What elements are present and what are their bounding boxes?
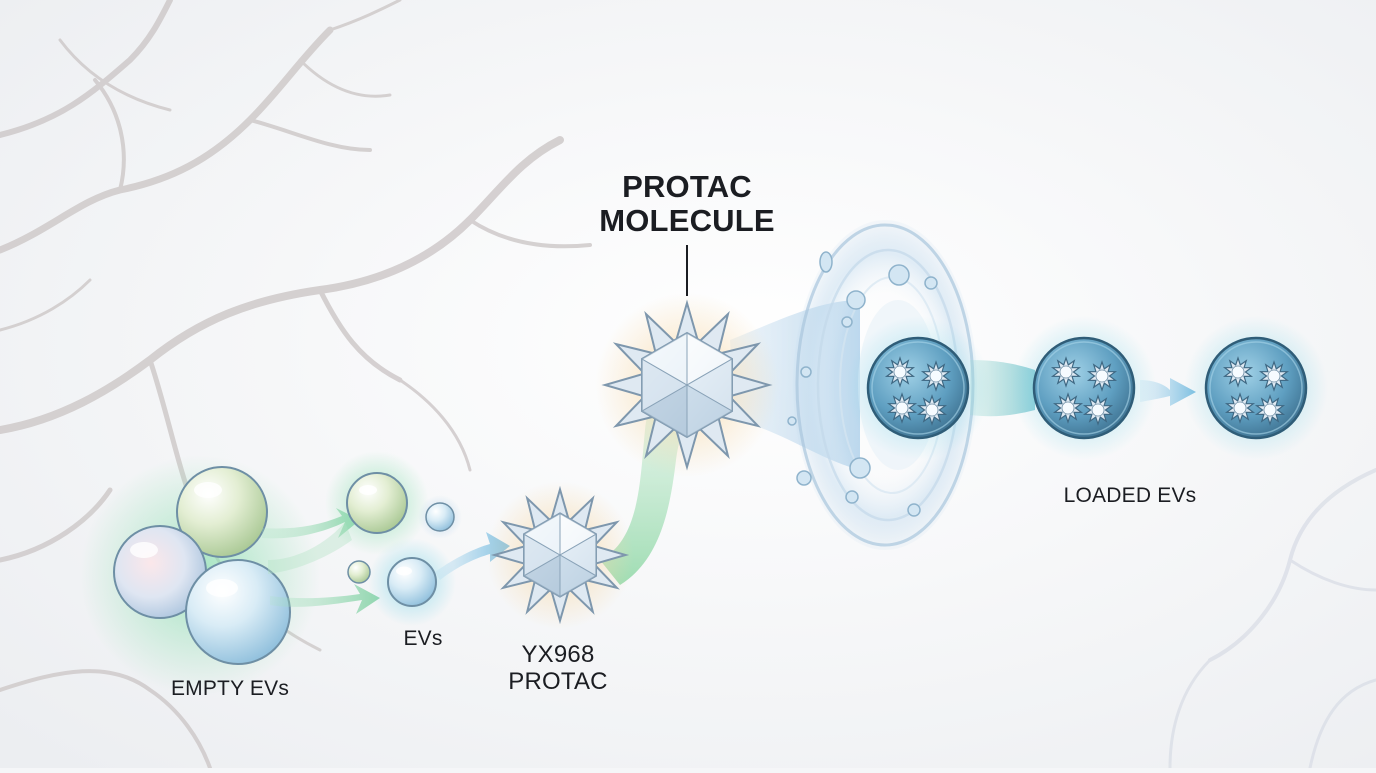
loaded-evs-label: LOADED EVs xyxy=(1063,484,1197,507)
protac-molecule-line-2: MOLECULE xyxy=(599,203,775,238)
yx968-line-1: YX968 xyxy=(521,641,595,668)
yx968-protac-label: YX968 PROTAC xyxy=(478,641,638,695)
yx968-line-2: PROTAC xyxy=(508,668,608,695)
loaded-ev-3 xyxy=(1184,316,1328,460)
evs-group xyxy=(325,451,462,626)
crystal-protac-icon-large xyxy=(595,293,779,477)
protac-molecule-label: PROTAC MOLECULE xyxy=(587,170,787,238)
flow-arrows-left xyxy=(262,508,380,614)
loaded-evs xyxy=(846,316,1328,460)
loaded-ev-2 xyxy=(1012,316,1156,460)
crystal-protac-icon-small xyxy=(486,481,634,629)
protac-molecule-line-1: PROTAC xyxy=(622,169,752,204)
evs-label: EVs xyxy=(403,627,443,650)
empty-evs-cluster xyxy=(80,455,320,695)
vessel-network xyxy=(0,0,592,770)
loaded-ev-1 xyxy=(846,316,990,460)
droplets xyxy=(787,251,938,517)
vessel-network-right xyxy=(1168,468,1376,770)
empty-evs-label: EMPTY EVs xyxy=(170,677,290,700)
